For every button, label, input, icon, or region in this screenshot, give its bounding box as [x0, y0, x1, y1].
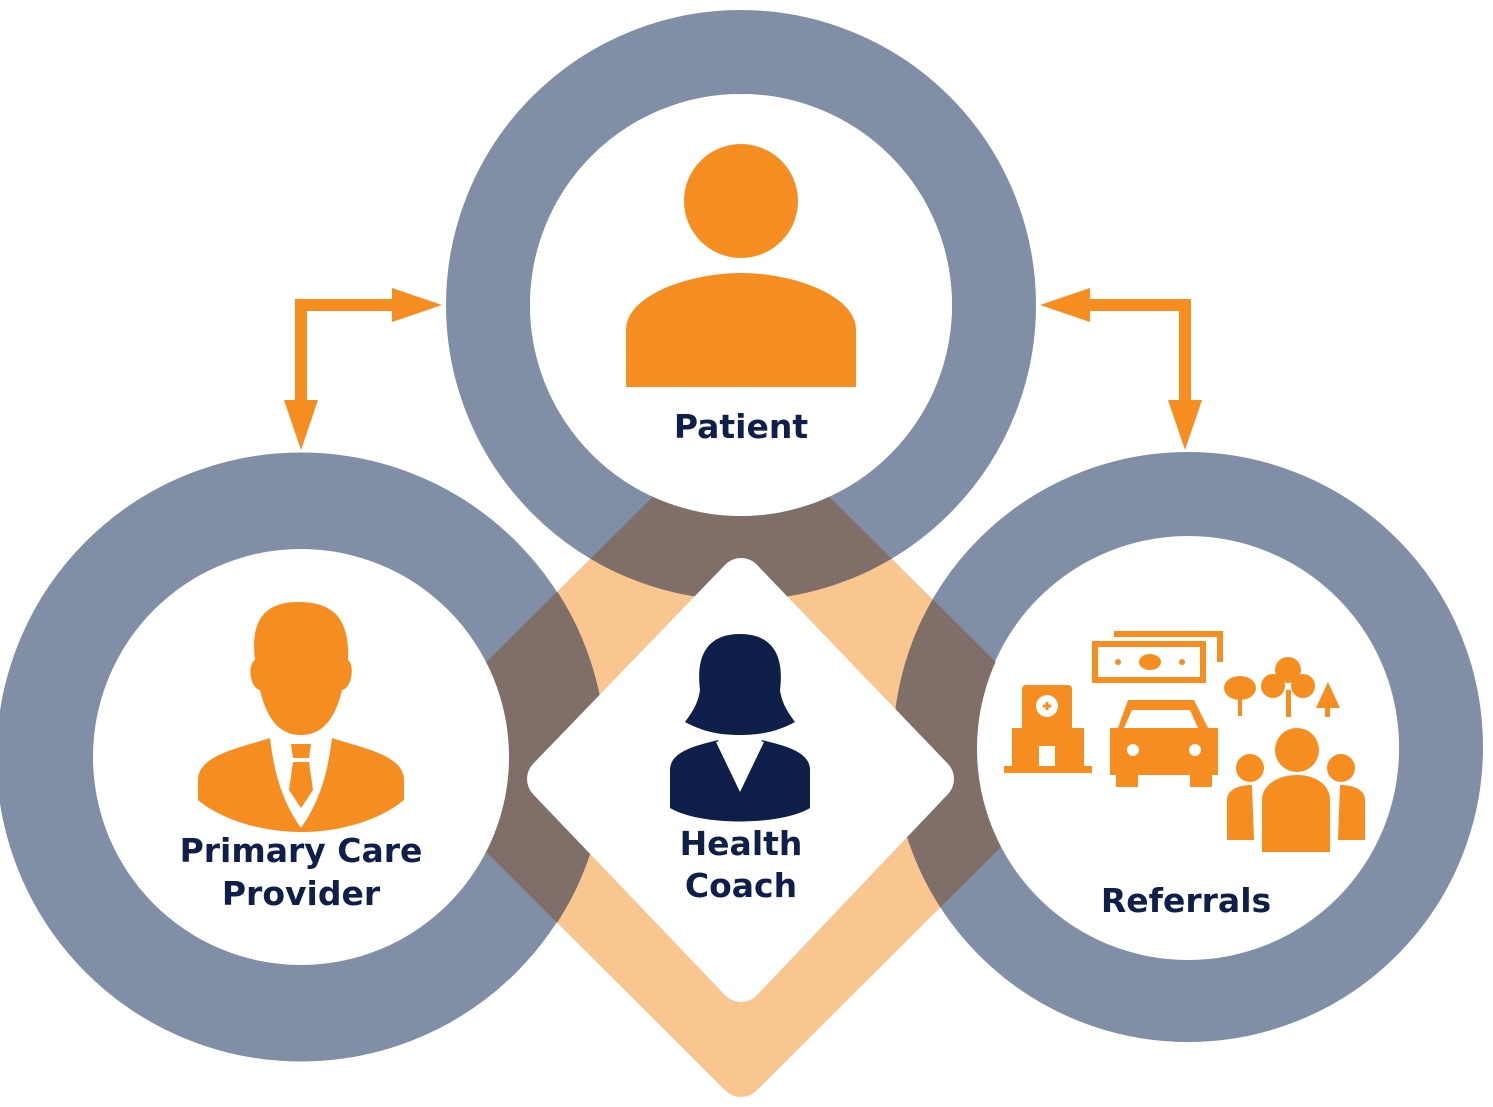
health-coach-label-line1: Health	[680, 824, 803, 863]
referrals-label: Referrals	[1101, 881, 1271, 920]
group-icon	[1227, 728, 1365, 852]
trees-icon	[1224, 657, 1340, 717]
pcp-label-line2: Provider	[222, 874, 381, 913]
car-icon	[1110, 700, 1218, 787]
person-icon	[626, 144, 856, 387]
arrow-pcp-patient	[284, 288, 442, 450]
patient-label: Patient	[674, 407, 809, 446]
pcp-label-line1: Primary Care	[180, 831, 423, 870]
health-coach-label-line2: Coach	[685, 866, 797, 905]
money-icon	[1092, 631, 1223, 683]
hospital-icon	[1004, 685, 1092, 773]
health-coach-icon	[670, 634, 810, 822]
doctor-icon	[198, 602, 404, 832]
arrow-patient-referrals	[1040, 288, 1202, 450]
